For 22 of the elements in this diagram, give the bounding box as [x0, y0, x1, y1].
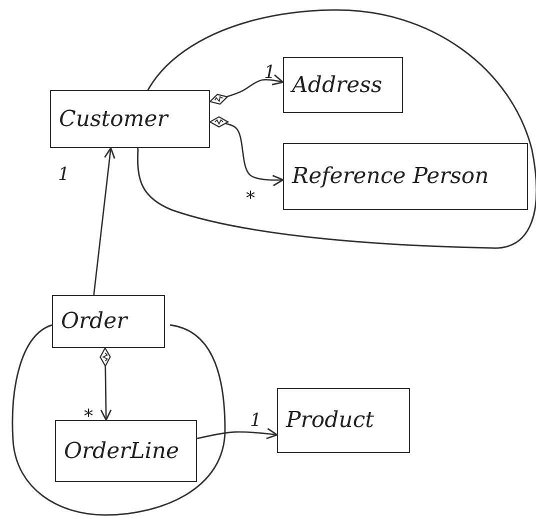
class-name: Customer: [59, 106, 168, 132]
association-arrow: [209, 116, 284, 186]
class-name: OrderLine: [64, 438, 180, 464]
class-box: [50, 90, 210, 148]
association-arrow: [93, 147, 116, 296]
multiplicity-label: 1: [58, 166, 70, 184]
class-box: [55, 420, 197, 482]
association-arrow: [196, 428, 278, 440]
multiplicity-label: 1: [264, 64, 276, 82]
multiplicity-label: 1: [250, 412, 262, 430]
association-arrow: [100, 347, 112, 421]
multiplicity-label: *: [84, 408, 93, 426]
class-name: Address: [292, 72, 382, 98]
class-name: Reference Person: [292, 164, 489, 189]
class-box: [52, 295, 165, 348]
class-name: Product: [286, 408, 374, 433]
class-box: [283, 57, 403, 113]
class-box: [277, 388, 410, 453]
association-arrow: [209, 74, 284, 105]
class-box: [283, 143, 528, 210]
multiplicity-label: *: [246, 190, 255, 208]
class-name: Order: [61, 309, 128, 334]
